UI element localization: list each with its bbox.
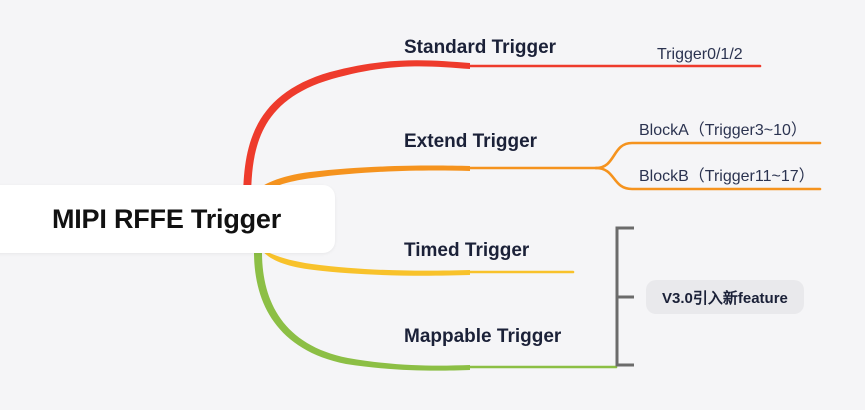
root-node[interactable]: MIPI RFFE Trigger: [0, 185, 335, 253]
branch-label-extend[interactable]: Extend Trigger: [404, 131, 538, 152]
branch-label-mappable[interactable]: Mappable Trigger: [404, 326, 562, 347]
root-node-label: MIPI RFFE Trigger: [51, 203, 282, 234]
branch-subline-blocka: [594, 141, 822, 170]
branch-subline-blockb: [594, 166, 822, 191]
annotation-note[interactable]: V3.0引入新feature: [646, 280, 804, 314]
annotation-note-label: V3.0引入新feature: [662, 289, 788, 307]
branch-curve-extend: [248, 165, 470, 205]
branch-label-standard[interactable]: Standard Trigger: [404, 37, 557, 58]
branch-curve-timed: [248, 232, 470, 276]
leaf-label-blockb[interactable]: BlockB（Trigger11~17）: [639, 168, 815, 185]
leaf-label-trigger012[interactable]: Trigger0/1/2: [657, 46, 743, 63]
branch-label-timed[interactable]: Timed Trigger: [404, 240, 530, 261]
leaf-label-blocka[interactable]: BlockA（Trigger3~10）: [639, 122, 807, 139]
